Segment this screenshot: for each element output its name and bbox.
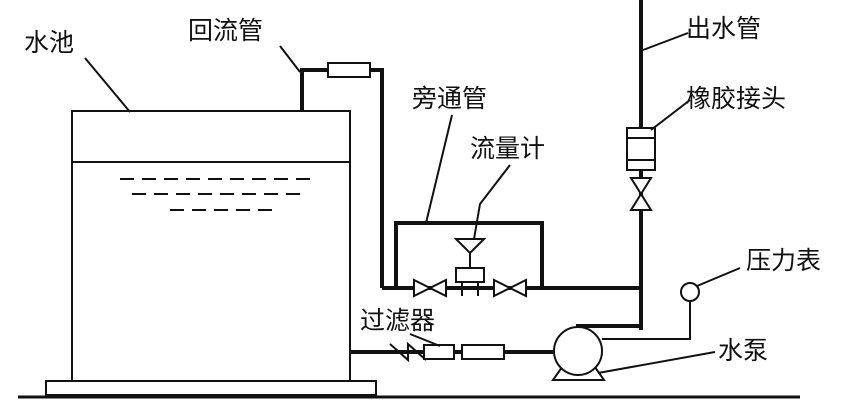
label-outlet-pipe: 出水管	[686, 14, 762, 43]
label-rubber-joint: 橡胶接头	[686, 84, 787, 113]
check-valve	[389, 341, 427, 363]
flow-meter	[453, 238, 487, 296]
gauge-line	[602, 300, 691, 340]
filter-body-2	[461, 344, 505, 360]
leader-outlet-pipe	[642, 32, 689, 51]
label-filter: 过滤器	[360, 306, 436, 335]
rubber-joint	[626, 127, 656, 171]
bypass-pipe	[394, 221, 544, 288]
return-pipe-joint	[327, 62, 371, 78]
pressure-gauge-icon	[680, 282, 700, 302]
leader-return-pipe	[279, 45, 301, 73]
leader-bypass-pipe	[425, 114, 453, 224]
label-return-pipe: 回流管	[188, 16, 264, 45]
valve-left	[413, 278, 447, 298]
filter-body-1	[423, 344, 455, 360]
leader-flow-meter	[473, 164, 511, 240]
label-tank: 水池	[24, 28, 75, 57]
label-flow-meter: 流量计	[470, 134, 546, 163]
label-bypass-pipe: 旁通管	[412, 84, 488, 113]
leader-rubber-joint	[650, 99, 691, 131]
outlet-valve	[629, 177, 653, 211]
label-pump: 水泵	[718, 336, 769, 365]
label-pressure-gauge: 压力表	[746, 246, 822, 275]
water-tank	[71, 110, 351, 382]
leader-tank	[84, 57, 131, 113]
valve-right	[493, 278, 527, 298]
pump	[551, 326, 606, 381]
leader-pump	[597, 351, 716, 374]
tank-base	[45, 380, 377, 396]
leader-filter	[409, 333, 441, 347]
leader-pressure-gauge	[696, 267, 741, 287]
